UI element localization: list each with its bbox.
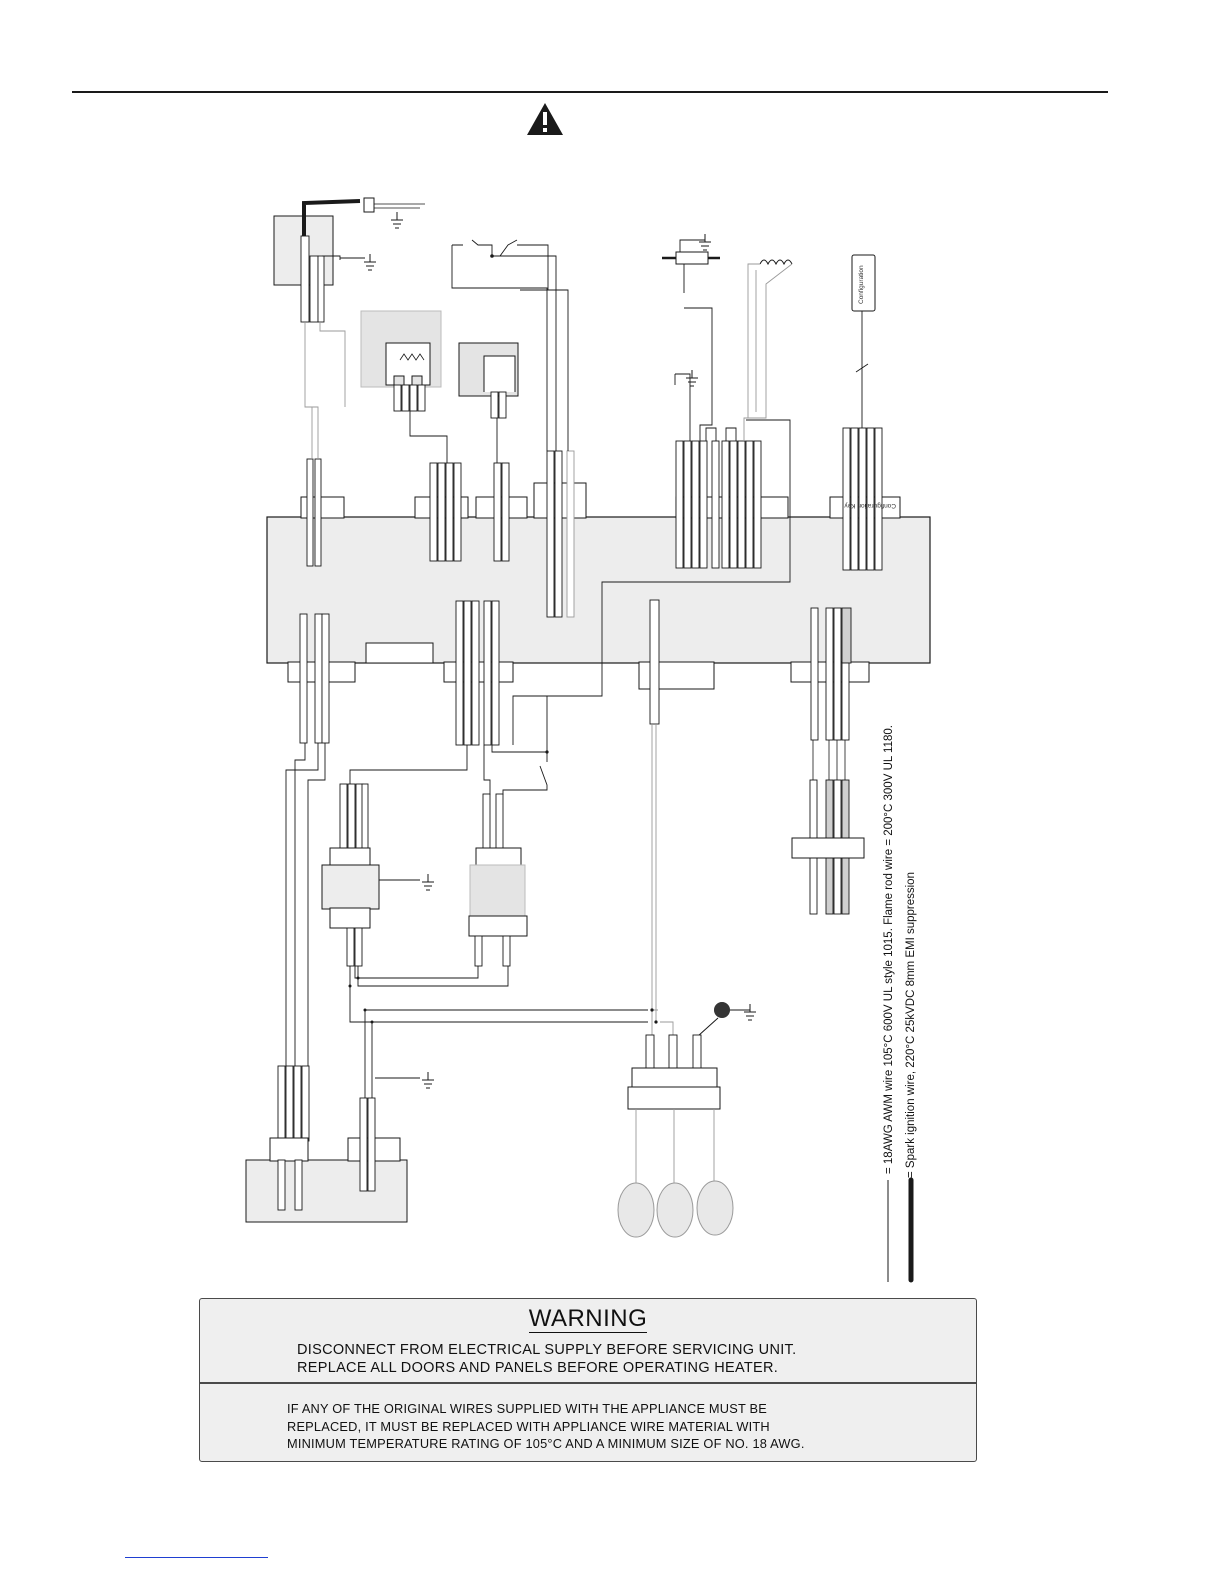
burner-sensor-3 (696, 1180, 734, 1236)
configuration-plug-label: Configuration (858, 265, 865, 304)
warning-panel: WARNING DISCONNECT FROM ELECTRICAL SUPPL… (199, 1298, 977, 1462)
warning-divider (200, 1382, 976, 1384)
footer-link-underline[interactable] (125, 1557, 268, 1558)
notice-lines: IF ANY OF THE ORIGINAL WIRES SUPPLIED WI… (287, 1400, 805, 1453)
junction-box (245, 1159, 408, 1223)
board-label-window (365, 642, 434, 664)
connector-top-3 (475, 496, 528, 519)
header-rule (72, 91, 1108, 93)
burner-sensor-1 (617, 1182, 655, 1238)
configuration-key-label: Configuration Key (844, 502, 896, 509)
legend-spark-wire-label: = Spark ignition wire, 220°C 25kVDC 8mm … (905, 872, 917, 1178)
igniter-base (631, 1067, 718, 1089)
warning-line: REPLACE ALL DOORS AND PANELS BEFORE OPER… (297, 1360, 779, 1376)
legend-standard-wire-label: = 18AWG AWM wire 105°C 600V UL style 101… (883, 725, 895, 1174)
hot-surface-igniter-module (475, 847, 522, 867)
ground-symbol-icon (390, 211, 404, 229)
warning-lines: DISCONNECT FROM ELECTRICAL SUPPLY BEFORE… (297, 1341, 796, 1377)
relay (329, 847, 371, 867)
warning-triangle-icon (527, 103, 563, 135)
notice-line: REPLACED, IT MUST BE REPLACED WITH APPLI… (287, 1418, 770, 1434)
warning-title: WARNING (528, 1305, 648, 1333)
control-board (266, 516, 931, 664)
notice-line: MINIMUM TEMPERATURE RATING OF 105°C AND … (287, 1436, 805, 1451)
accessory-connector (791, 837, 865, 859)
burner-sensor-2 (656, 1182, 694, 1238)
warning-line: DISCONNECT FROM ELECTRICAL SUPPLY BEFORE… (297, 1342, 797, 1358)
notice-line: IF ANY OF THE ORIGINAL WIRES SUPPLIED WI… (287, 1401, 767, 1416)
configuration-plug (851, 254, 876, 312)
